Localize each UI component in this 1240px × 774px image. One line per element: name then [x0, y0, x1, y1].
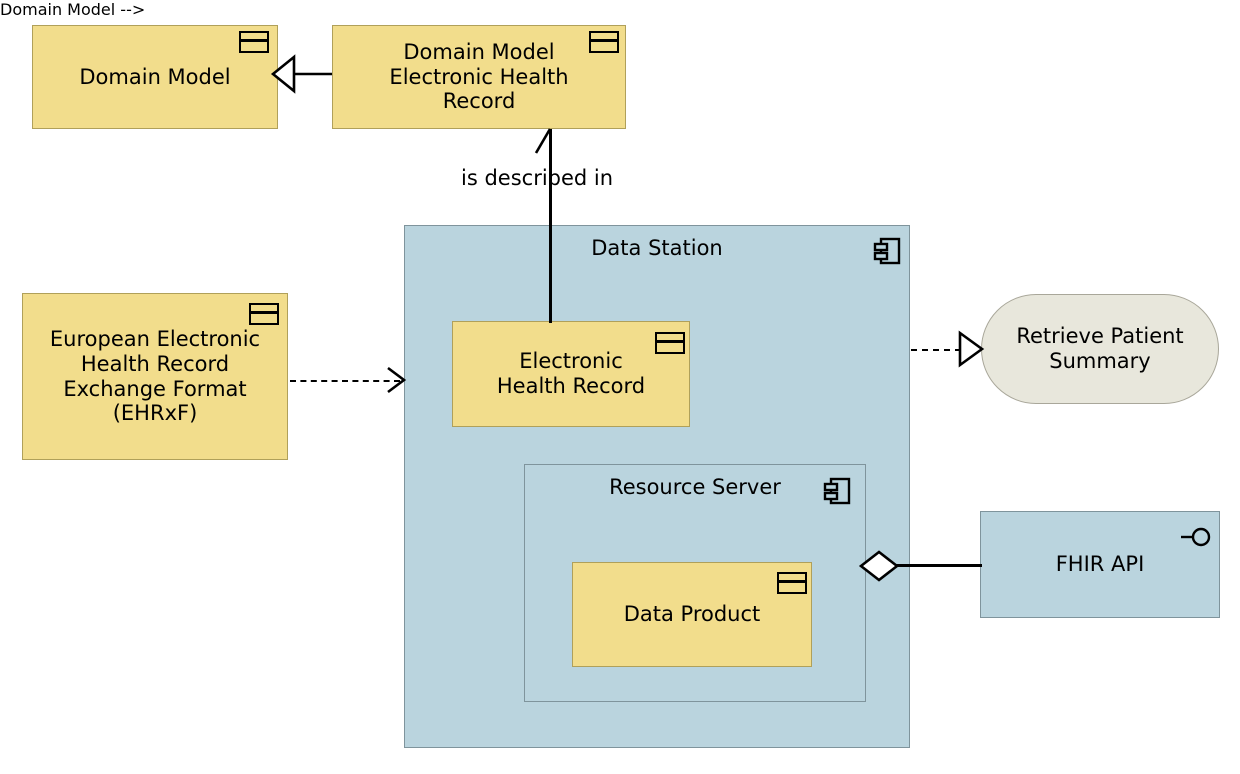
node-electronic-health-record-line2: Health Record — [496, 374, 646, 398]
edge-described-in-line — [549, 129, 552, 323]
node-electronic-health-record-line1: Electronic — [519, 349, 623, 374]
node-domain-model[interactable]: Domain Model — [32, 25, 278, 129]
edge-ehrxf-dependency-line — [290, 380, 400, 382]
node-electronic-health-record[interactable]: Electronic Health Record — [452, 321, 690, 427]
node-ehrxf[interactable]: European Electronic Health Record Exchan… — [22, 293, 288, 460]
node-domain-model-ehr[interactable]: Domain Model Electronic Health Record — [332, 25, 626, 129]
node-fhir-api-label: FHIR API — [1055, 552, 1145, 577]
node-retrieve-patient-summary-line1: Retrieve Patient — [1016, 324, 1184, 349]
open-half-arrowhead — [534, 128, 552, 154]
edge-fhir-aggregation-line — [896, 564, 982, 567]
node-ehrxf-line4: (EHRxF) — [112, 401, 198, 426]
node-domain-model-ehr-line1: Domain Model — [403, 39, 555, 64]
edge-described-in-label: is described in — [461, 166, 614, 190]
node-retrieve-patient-summary-line2: Summary — [1049, 349, 1151, 373]
node-ehrxf-line2: Health Record — [80, 351, 230, 376]
edge-generalization — [270, 54, 332, 94]
node-domain-model-ehr-line3: Record — [442, 89, 516, 114]
node-ehrxf-line1: European Electronic — [49, 326, 261, 351]
hollow-triangle-arrowhead — [958, 330, 985, 368]
node-domain-model-ehr-line2: Electronic Health — [389, 64, 569, 89]
node-retrieve-patient-summary[interactable]: Retrieve Patient Summary — [981, 294, 1219, 404]
node-data-product-label: Data Product — [623, 602, 761, 627]
node-data-station-label: Data Station — [591, 236, 723, 260]
node-ehrxf-line3: Exchange Format — [63, 376, 247, 401]
node-domain-model-label: Domain Model — [79, 64, 231, 89]
node-data-product[interactable]: Data Product — [572, 562, 812, 667]
node-fhir-api[interactable]: FHIR API — [980, 511, 1220, 618]
node-resource-server-label: Resource Server — [609, 475, 781, 499]
edge-described-in-arrowhead — [534, 128, 552, 154]
edge-realizes-use-case-line — [911, 349, 961, 351]
